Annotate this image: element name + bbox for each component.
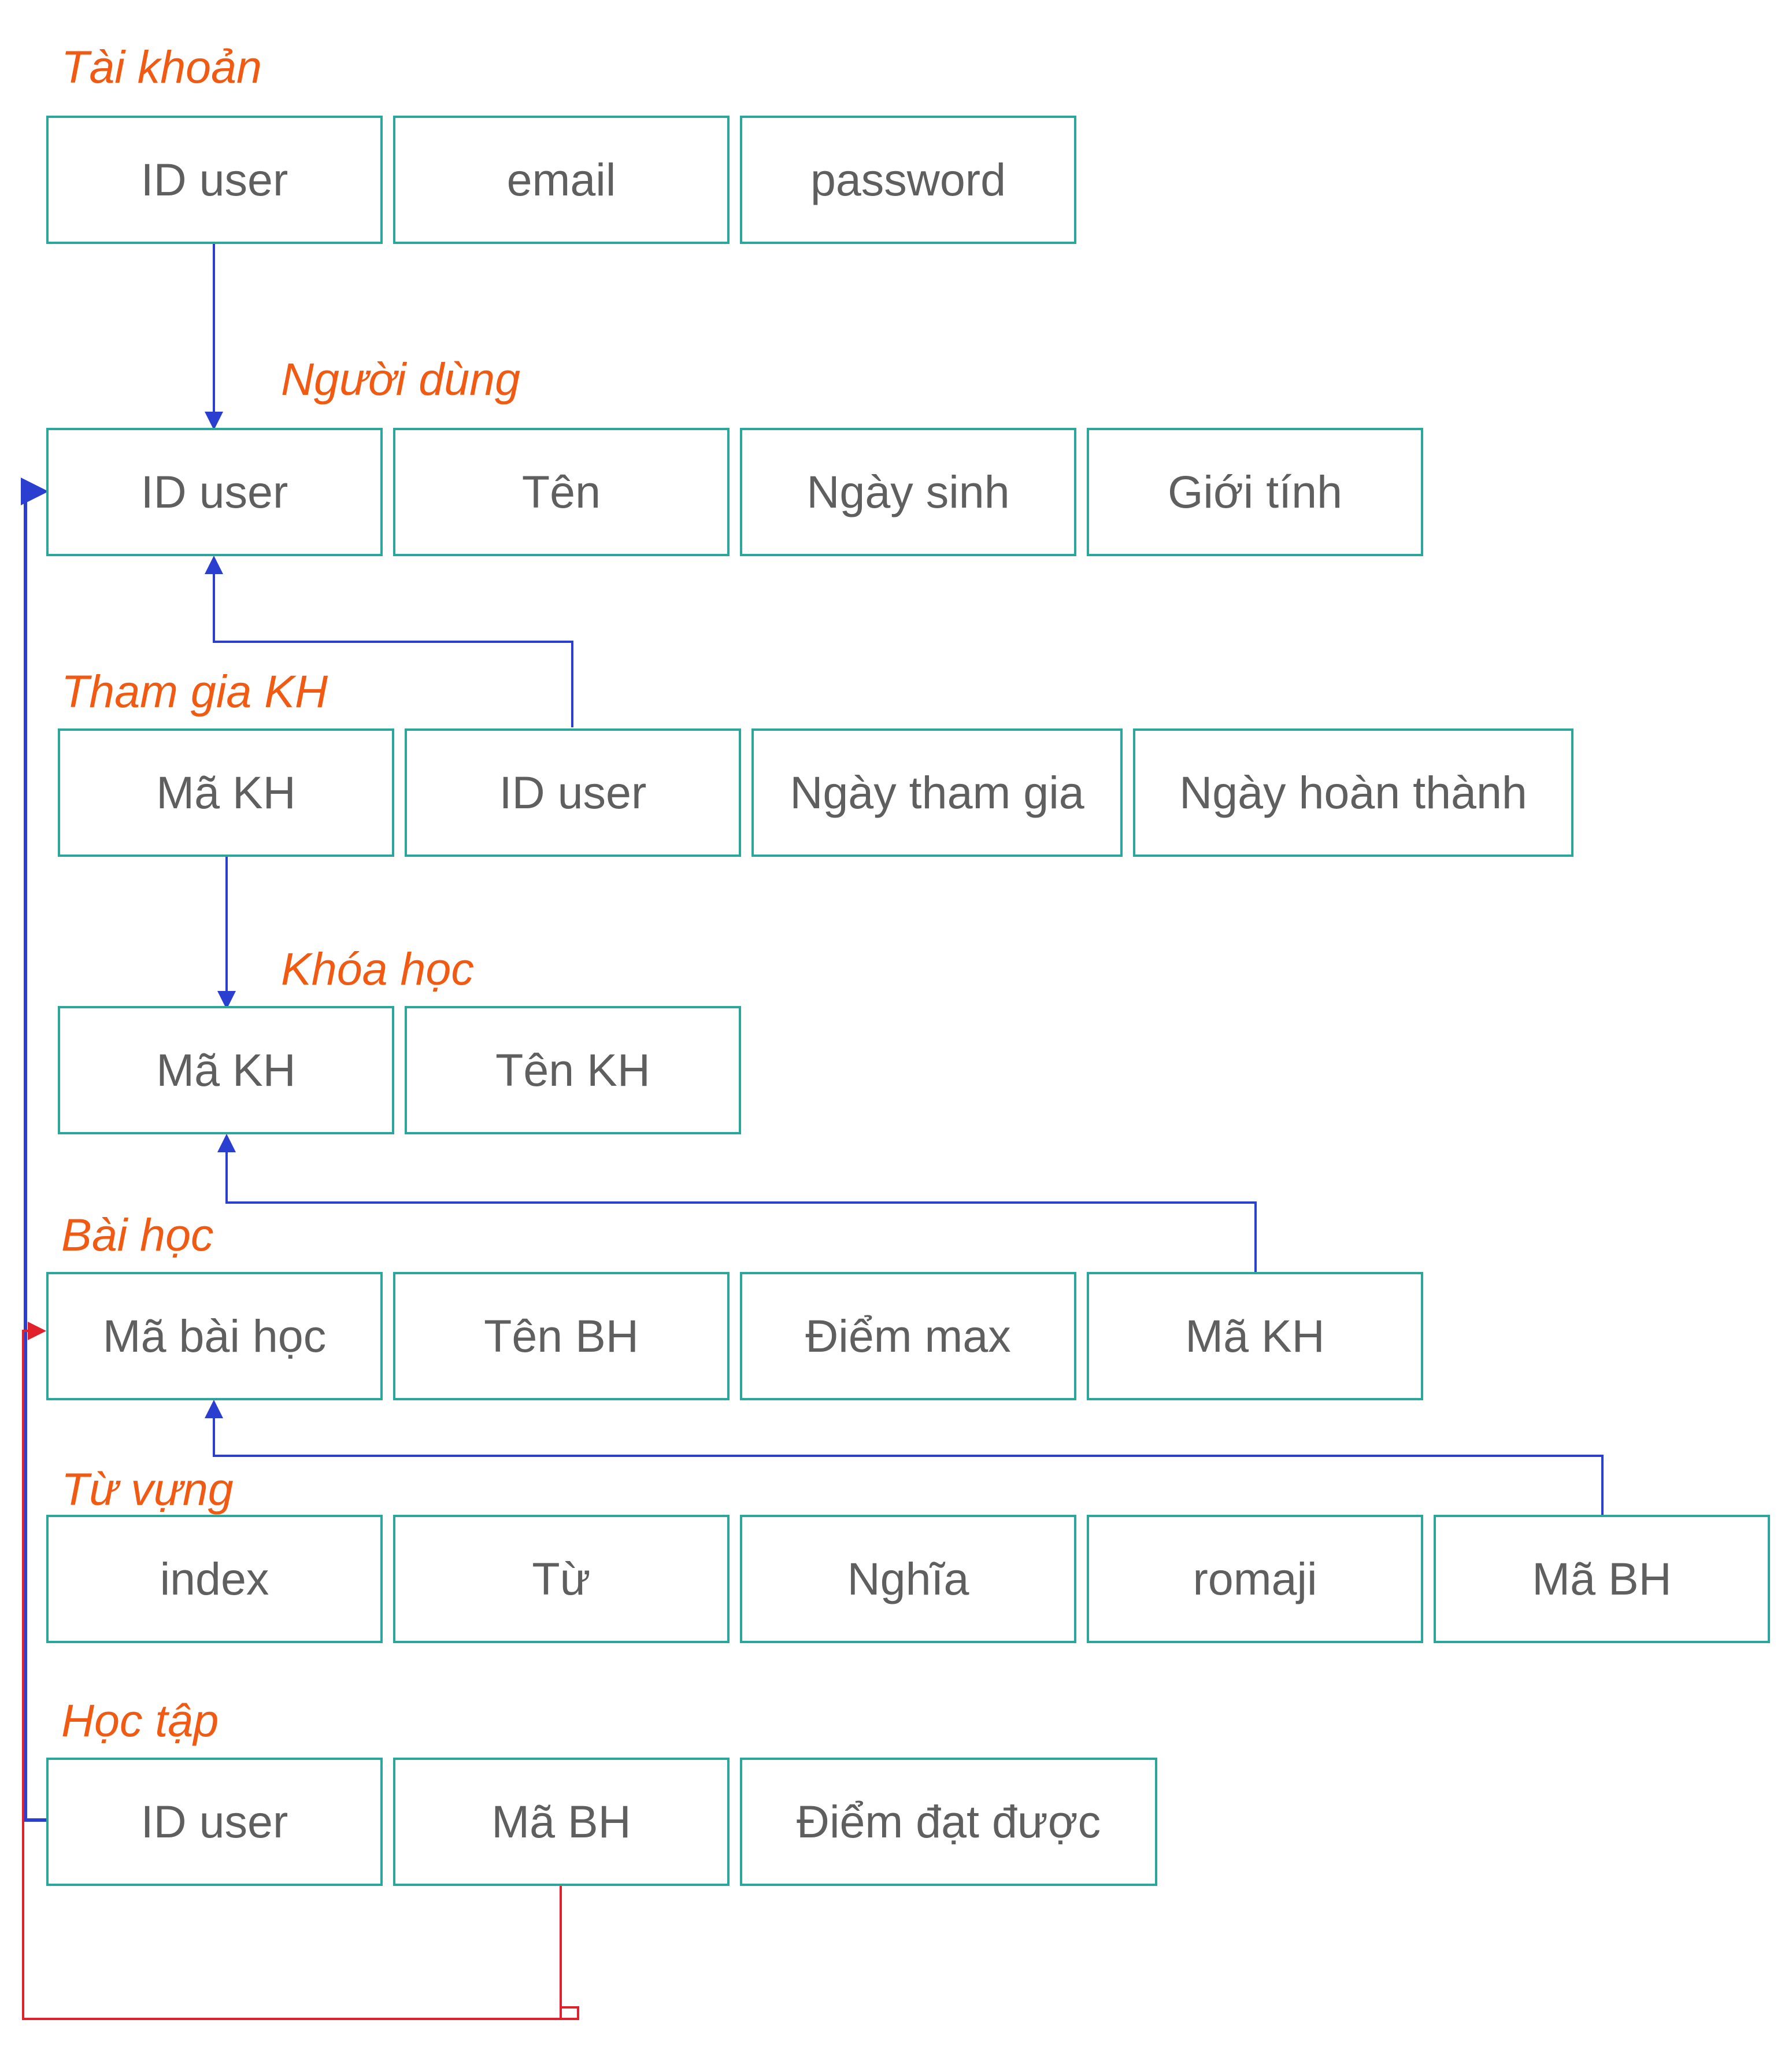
field-khoa-hoc-ma-kh: Mã KH [58,1006,394,1134]
table-title-tham-gia-kh: Tham gia KH [61,665,328,717]
field-nguoi-dung-ngay-sinh: Ngày sinh [740,428,1076,556]
table-title-bai-hoc: Bài học [61,1209,214,1260]
field-bai-hoc-ma-bai-hoc: Mã bài học [46,1272,383,1400]
field-tu-vung-tu: Từ [393,1515,730,1643]
field-nguoi-dung-gioi-tinh: Giới tính [1087,428,1423,556]
field-bai-hoc-diem-max: Điểm max [740,1272,1076,1400]
table-title-hoc-tap: Học tập [61,1695,219,1746]
field-hoc-tap-id-user: ID user [46,1758,383,1886]
field-tu-vung-index: index [46,1515,383,1643]
field-tham-gia-ma-kh: Mã KH [58,728,394,857]
table-title-tu-vung: Từ vựng [61,1463,234,1515]
table-title-nguoi-dung: Người dùng [281,353,521,405]
connector-endpoint-marker [560,2006,579,2020]
field-khoa-hoc-ten-kh: Tên KH [405,1006,741,1134]
field-bai-hoc-ten-bh: Tên BH [393,1272,730,1400]
table-title-khoa-hoc: Khóa học [281,943,474,994]
link-tuvung-mabh-to-baihoc [205,1400,1604,1515]
field-tham-gia-ngay-tham-gia: Ngày tham gia [751,728,1123,857]
field-tham-gia-id-user: ID user [405,728,741,857]
field-tham-gia-ngay-hoan-thanh: Ngày hoàn thành [1133,728,1573,857]
field-nguoi-dung-id-user: ID user [46,428,383,556]
link-hoctap-user-to-nguoidung [21,478,49,1822]
table-title-tai-khoan: Tài khoản [61,41,262,93]
field-tu-vung-nghia: Nghĩa [740,1515,1076,1643]
field-nguoi-dung-ten: Tên [393,428,730,556]
field-hoc-tap-diem-dat-duoc: Điểm đạt được [740,1758,1157,1886]
field-tu-vung-romaji: romaji [1087,1515,1423,1643]
link-baihoc-makh-to-khoahoc [217,1134,1257,1272]
field-tai-khoan-password: password [740,116,1076,244]
field-tai-khoan-id-user: ID user [46,116,383,244]
field-tai-khoan-email: email [393,116,730,244]
link-thamgia-user-to-nguoidung [205,556,573,727]
field-hoc-tap-ma-bh: Mã BH [393,1758,730,1886]
field-tu-vung-ma-bh: Mã BH [1434,1515,1770,1643]
link-hoctap-mabh-to-baihoc [22,1322,562,2020]
field-bai-hoc-ma-kh: Mã KH [1087,1272,1423,1400]
